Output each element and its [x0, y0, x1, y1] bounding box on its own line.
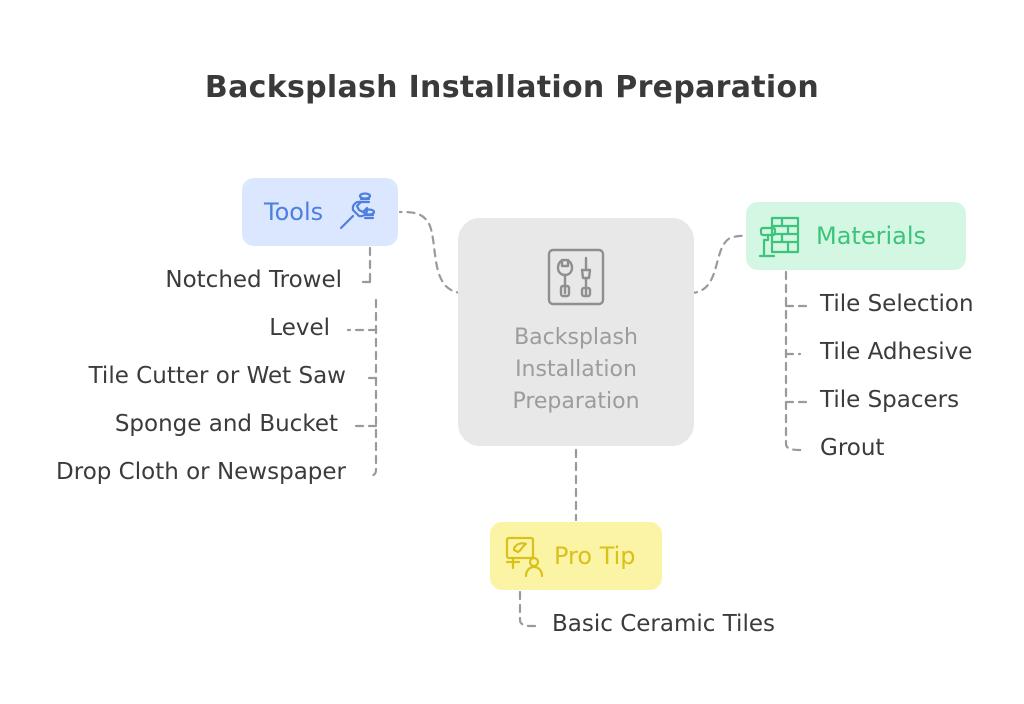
materials-label: Materials [816, 222, 927, 250]
tools-node: Tools [242, 178, 398, 246]
tools-label: Tools [264, 198, 324, 226]
pro-tip-label: Pro Tip [554, 542, 636, 570]
center-node: Backsplash Installation Preparation [458, 218, 694, 446]
connector-center-tools [398, 210, 466, 295]
materials-trunk [784, 270, 808, 452]
diagram-title: Backsplash Installation Preparation [204, 70, 820, 105]
wrench-bolts-icon [340, 192, 376, 230]
materials-node: Materials [746, 202, 966, 270]
tools-panel-icon [547, 248, 605, 306]
center-label: Backsplash Installation Preparation [512, 325, 640, 414]
materials-item: Grout [820, 435, 885, 461]
tools-item: Level [269, 315, 330, 341]
materials-item: Tile Selection [820, 291, 974, 317]
tools-item-list: Notched Trowel Level Tile Cutter or Wet … [0, 0, 346, 704]
connector-center-materials [688, 234, 754, 295]
tools-item: Drop Cloth or Newspaper [56, 459, 346, 485]
tools-trunk [366, 246, 378, 478]
tools-item: Sponge and Bucket [114, 411, 338, 437]
tip-trunk [518, 590, 542, 628]
materials-item: Tile Adhesive [820, 339, 973, 365]
paint-roller-wall-icon [758, 216, 800, 258]
pro-tip-item: Basic Ceramic Tiles [552, 611, 775, 637]
tools-item: Notched Trowel [165, 267, 342, 293]
tools-item: Tile Cutter or Wet Saw [88, 363, 346, 389]
presenter-board-icon [505, 536, 544, 578]
materials-item: Tile Spacers [820, 387, 960, 413]
pro-tip-node: Pro Tip [490, 522, 662, 590]
